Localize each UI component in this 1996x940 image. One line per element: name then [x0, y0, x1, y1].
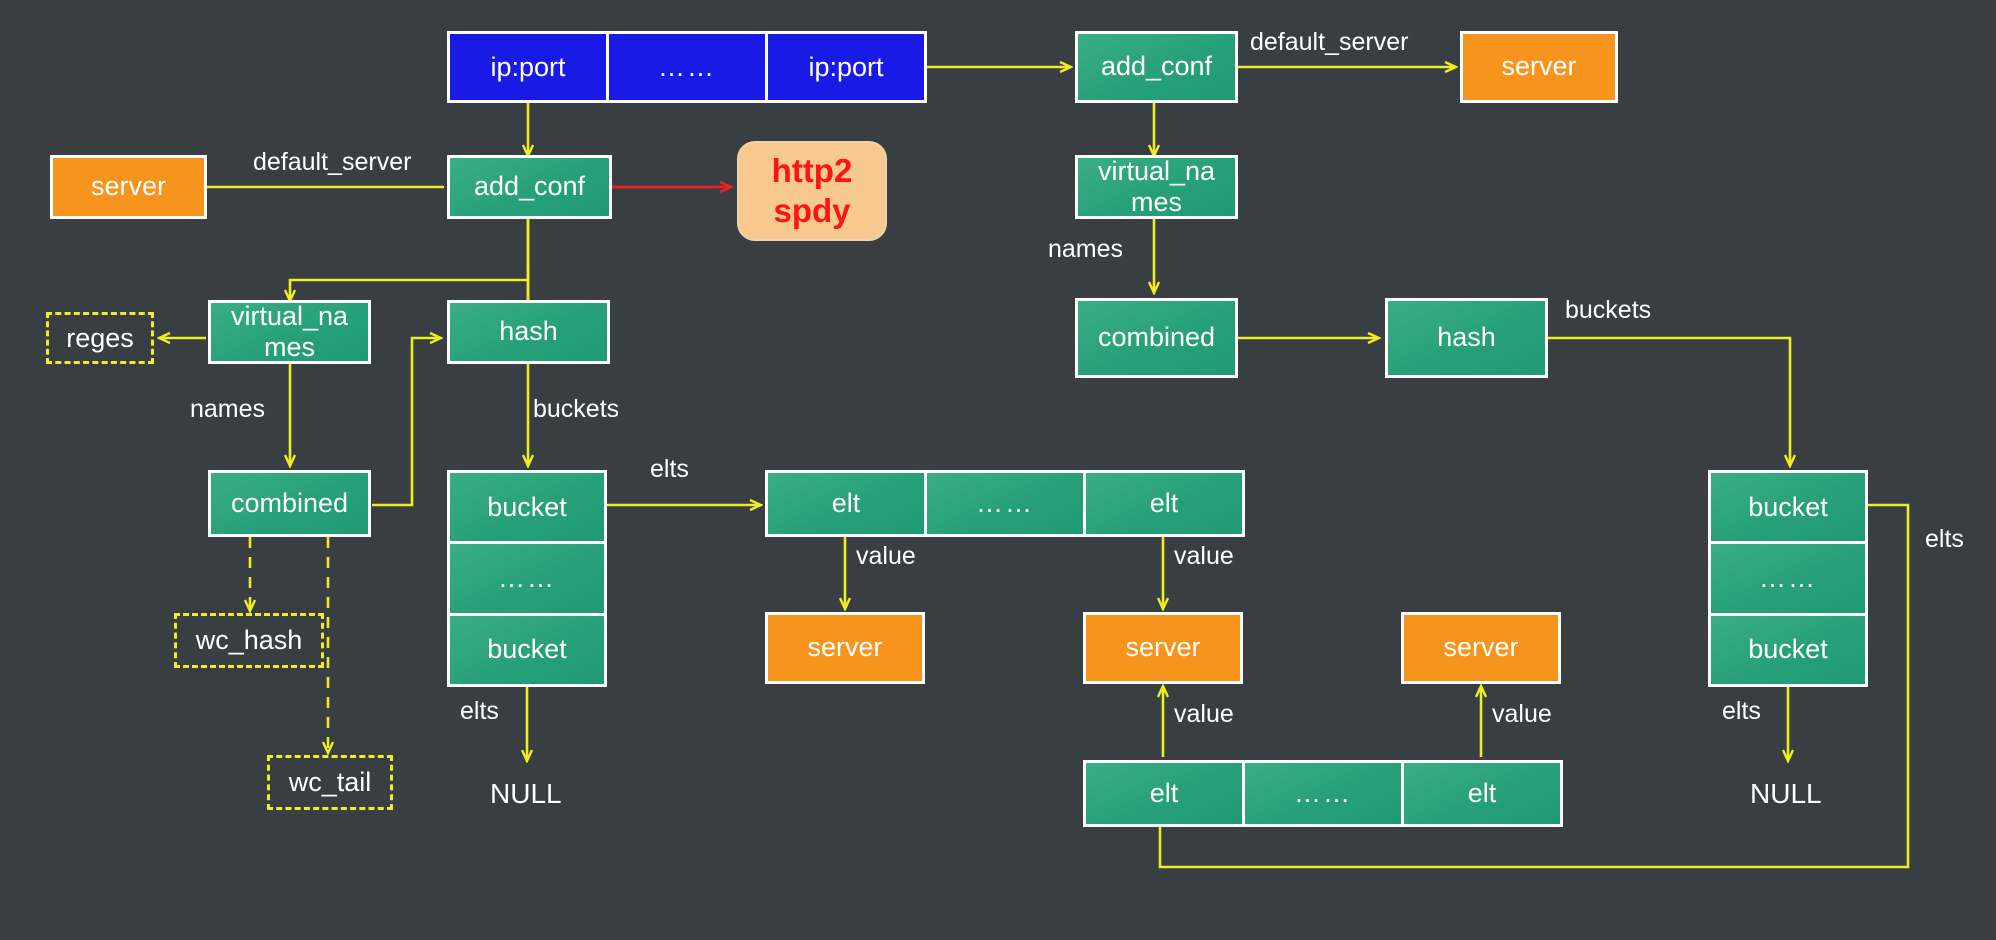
node-server-mid-a: server: [765, 612, 925, 684]
elt-cell: elt: [1083, 473, 1242, 534]
elt-cell-ellipsis: ……: [924, 473, 1083, 534]
node-wc-hash: wc_hash: [174, 613, 324, 668]
edge-label-elts-left-null: elts: [460, 697, 499, 725]
bucket-cell-ellipsis: ……: [450, 541, 604, 613]
node-reges: reges: [46, 312, 154, 364]
node-server-mid-b: server: [1083, 612, 1243, 684]
edge-label-elts-left-row: elts: [650, 455, 689, 483]
elt-cell: elt: [1401, 763, 1560, 824]
node-hash-right: hash: [1385, 298, 1548, 378]
node-combined-right: combined: [1075, 298, 1238, 378]
elt-row-top: elt …… elt: [765, 470, 1245, 537]
wire-addconf-to-virtualnames-left: [290, 219, 530, 300]
edge-label-value-a: value: [856, 542, 916, 570]
node-add-conf-left: add_conf: [447, 155, 612, 219]
edge-label-elts-right-row: elts: [1925, 525, 1964, 553]
node-combined-left: combined: [208, 470, 371, 537]
bucket-cell-ellipsis: ……: [1711, 541, 1865, 613]
node-server-top-left: server: [50, 155, 207, 219]
bucket-cell: bucket: [1711, 612, 1865, 684]
edge-label-value-c: value: [1174, 700, 1234, 728]
node-add-conf-right: add_conf: [1075, 31, 1238, 103]
null-terminal-left: NULL: [490, 778, 562, 809]
edge-label-value-d: value: [1492, 700, 1552, 728]
elt-cell-ellipsis: ……: [1242, 763, 1401, 824]
node-virtual-names-right: virtual_na mes: [1075, 155, 1238, 219]
node-wc-tail: wc_tail: [267, 755, 393, 810]
node-hash-left: hash: [447, 300, 610, 364]
bucket-column-left: bucket …… bucket: [447, 470, 607, 687]
bucket-cell: bucket: [450, 612, 604, 684]
elt-cell: elt: [1086, 763, 1242, 824]
wire-hash-to-bucket-right: [1548, 336, 1790, 465]
edge-label-buckets-right: buckets: [1565, 296, 1652, 324]
edge-label-value-b: value: [1174, 542, 1234, 570]
node-server-top-right: server: [1460, 31, 1618, 103]
elt-cell: elt: [768, 473, 924, 534]
edge-label-default-server-right: default_server: [1250, 28, 1409, 56]
edge-label-elts-right-null: elts: [1722, 697, 1761, 725]
null-terminal-right: NULL: [1750, 778, 1822, 809]
bucket-cell: bucket: [450, 473, 604, 542]
node-server-mid-c: server: [1401, 612, 1561, 684]
edge-label-default-server-left: default_server: [253, 148, 412, 176]
edge-label-buckets-left: buckets: [533, 395, 620, 423]
edge-label-names-left: names: [190, 395, 266, 423]
addr-cell: ip:port: [450, 34, 606, 100]
node-http2-spdy: http2 spdy: [737, 141, 887, 241]
node-virtual-names-left: virtual_na mes: [208, 300, 371, 364]
edge-label-names-right: names: [1048, 235, 1124, 263]
bucket-cell: bucket: [1711, 473, 1865, 542]
elt-row-bottom: elt …… elt: [1083, 760, 1563, 827]
addr-row: ip:port …… ip:port: [447, 31, 927, 103]
addr-cell-ellipsis: ……: [606, 34, 765, 100]
addr-cell: ip:port: [765, 34, 924, 100]
bucket-column-right: bucket …… bucket: [1708, 470, 1868, 687]
wire-combined-to-hash-left: [372, 338, 440, 507]
